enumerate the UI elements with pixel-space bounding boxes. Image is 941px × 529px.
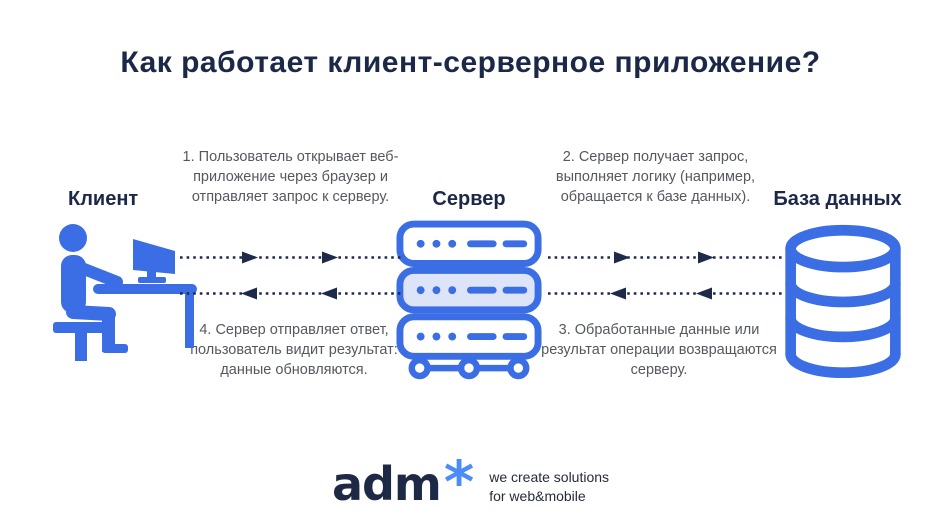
step-4-text: 4. Сервер отправляет ответ, пользователь…	[190, 322, 398, 378]
step-1-text: 1. Пользователь открывает веб-приложение…	[182, 149, 399, 205]
asterisk-icon: *	[443, 448, 475, 516]
footer-logo: adm * we create solutions for web&mobile	[0, 448, 941, 516]
tagline-line-1: we create solutions	[489, 469, 610, 485]
tagline-line-2: for web&mobile	[489, 488, 586, 504]
adm-wordmark: adm	[331, 457, 442, 511]
server-stack-icon	[394, 220, 544, 388]
adm-logo: adm *	[331, 448, 475, 516]
arrow-server-to-client	[180, 287, 402, 305]
arrow-server-to-database	[548, 251, 784, 269]
step-2-text: 2. Сервер получает запрос, выполняет лог…	[555, 149, 756, 205]
page-title: Как работает клиент-серверное приложение…	[120, 46, 821, 79]
person-at-computer-icon	[45, 222, 197, 367]
database-label: База данных	[773, 188, 902, 210]
logo-tagline: we create solutions for web&mobile	[489, 458, 609, 506]
database-cylinder-icon	[780, 223, 906, 384]
client-label: Клиент	[68, 188, 139, 210]
server-label: Сервер	[432, 188, 506, 210]
step-3-text: 3. Обработанные данные или результат опе…	[541, 322, 777, 378]
arrow-client-to-server	[180, 251, 404, 269]
arrow-database-to-server	[548, 287, 784, 305]
